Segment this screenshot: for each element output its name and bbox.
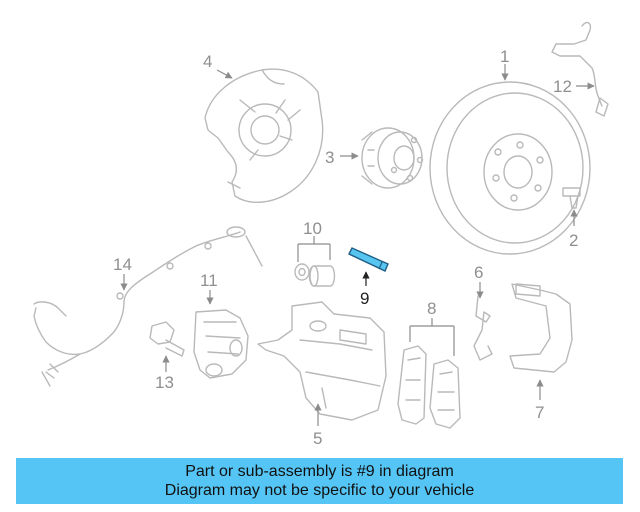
brake-hose-part [551, 21, 609, 117]
callout-5: 5 [313, 429, 322, 448]
callout-1: 1 [500, 47, 509, 66]
dust-shield-part [204, 68, 324, 203]
callout-11: 11 [200, 271, 218, 290]
spring-clip-part [473, 295, 493, 361]
callout-2: 2 [569, 231, 578, 250]
info-banner: Part or sub-assembly is #9 in diagram Di… [16, 458, 623, 504]
callout-12: 12 [553, 77, 572, 96]
parts-diagram: 1 2 3 4 5 6 7 8 9 10 11 12 13 14 [33, 21, 609, 448]
callout-3: 3 [325, 148, 334, 167]
wear-sensor-wire-part [33, 226, 263, 387]
callout-9: 9 [360, 289, 369, 308]
banner-line-1: Part or sub-assembly is #9 in diagram [185, 463, 454, 480]
wheel-hub-part [361, 127, 424, 189]
callout-13: 13 [155, 373, 174, 392]
sensor-part [149, 321, 185, 357]
callout-8: 8 [427, 299, 436, 318]
guide-bushing-part [294, 263, 336, 287]
rotor-screw-part [562, 187, 581, 209]
callout-leaders [120, 64, 595, 426]
banner-line-2: Diagram may not be specific to your vehi… [164, 482, 475, 499]
callout-7: 7 [535, 403, 544, 422]
parking-brake-motor-part [193, 309, 249, 379]
callout-6: 6 [474, 263, 483, 282]
brake-pad-part [397, 345, 461, 429]
callout-10: 10 [303, 219, 322, 238]
caliper-bracket-part [509, 283, 573, 373]
callout-4: 4 [203, 52, 212, 71]
brake-rotor-part [429, 81, 591, 255]
callout-14: 14 [113, 255, 132, 274]
guide-pin-part [348, 247, 389, 272]
brake-caliper-part [257, 301, 387, 421]
